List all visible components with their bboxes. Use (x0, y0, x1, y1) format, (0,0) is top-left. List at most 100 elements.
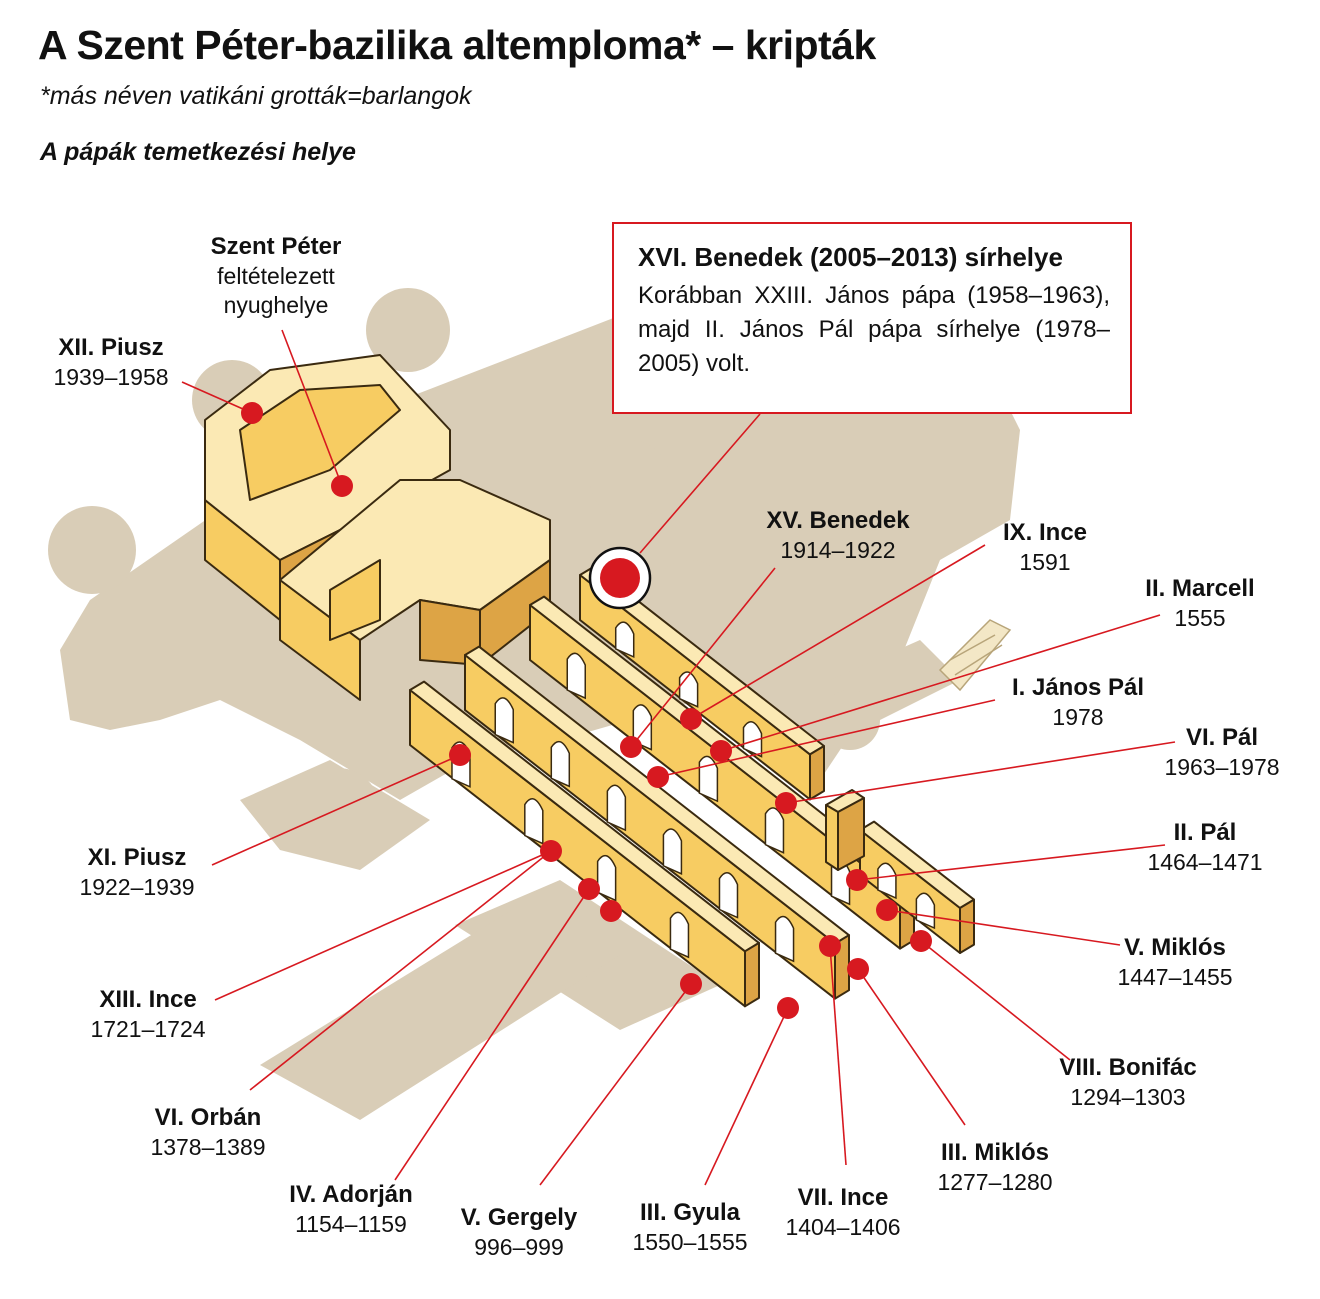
pope-years: 1978 (1052, 704, 1104, 730)
pope-years: 1464–1471 (1147, 849, 1263, 875)
pope-label: I. János Pál 1978 (1012, 673, 1144, 732)
corridor-arch (566, 652, 586, 700)
tomb-marker (876, 899, 898, 921)
leader-line (657, 699, 996, 778)
tomb-marker (578, 878, 600, 900)
pope-name: III. Gyula (639, 1199, 741, 1226)
tomb-marker (777, 997, 799, 1019)
st-peter-line1: feltételezett (217, 263, 335, 289)
st-peter-line2: nyughelye (223, 291, 329, 318)
apse-structure (204, 354, 451, 621)
chapel-north (366, 288, 450, 372)
pope-years: 1555 (1174, 605, 1226, 631)
chapel-east (650, 560, 730, 640)
leader-line (690, 544, 986, 720)
pope-label: XIII. Ince 1721–1724 (90, 985, 205, 1044)
pope-years: 1914–1922 (780, 537, 896, 563)
callout-heading: XVI. Benedek (2005–2013) sírhelye (638, 242, 1063, 272)
callout-leader (639, 413, 761, 554)
corridor-arch (915, 892, 936, 930)
corridor-arch (614, 621, 635, 659)
tomb-marker (449, 744, 471, 766)
pope-name: XIII. Ince (99, 986, 197, 1013)
pope-years: 1922–1939 (79, 874, 195, 900)
corridor-arch (494, 697, 514, 744)
pope-years: 1939–1958 (53, 364, 169, 390)
corridor-arch (669, 911, 690, 959)
pope-years: 1154–1159 (295, 1211, 407, 1237)
leader-line (281, 329, 343, 487)
callout-body: Korábban XXIII. János pápa (1958–1963), … (638, 282, 1110, 378)
tomb-marker (540, 840, 562, 862)
corridor-arch (774, 915, 795, 963)
leader-line (394, 888, 590, 1181)
tomb-marker (620, 736, 642, 758)
corridor-arch (662, 828, 683, 875)
pope-name: IX. Ince (1002, 519, 1088, 546)
pope-name: XV. Benedek (766, 507, 910, 534)
tomb-marker (600, 900, 622, 922)
leader-line (249, 850, 552, 1091)
leader-line (630, 567, 776, 748)
corridor-wall-end (809, 745, 825, 801)
leader-line (181, 381, 253, 414)
pope-years: 996–999 (474, 1234, 564, 1260)
leader-line (214, 850, 552, 1001)
tomb-marker (775, 792, 797, 814)
leader-line (920, 940, 1071, 1061)
pope-name: VI. Orbán (154, 1104, 262, 1131)
benedict-xvi-callout: XVI. Benedek (2005–2013) sírhelye Korább… (612, 222, 1132, 414)
pope-label: XII. Piusz 1939–1958 (53, 333, 168, 392)
crypt-corridors (409, 565, 975, 1008)
pope-years: 1447–1455 (1117, 964, 1233, 990)
leader-line (211, 754, 461, 866)
pope-name: VIII. Bonifác (1059, 1054, 1197, 1081)
leader-line (829, 945, 847, 1166)
pope-years: 1963–1978 (1164, 754, 1280, 780)
tomb-marker (680, 708, 702, 730)
pope-name: XII. Piusz (58, 334, 164, 361)
pope-years: 1277–1280 (937, 1169, 1053, 1195)
pope-label: XI. Piusz 1922–1939 (79, 843, 194, 902)
leader-line (704, 1007, 789, 1186)
leader-line (856, 844, 1166, 881)
leader-line (886, 909, 1121, 946)
pope-years: 1378–1389 (150, 1134, 266, 1160)
pope-label: III. Gyula 1550–1555 (632, 1198, 747, 1257)
chapel-north-east (590, 440, 670, 520)
pope-name: V. Miklós (1124, 934, 1226, 961)
pope-label: XV. Benedek 1914–1922 (766, 506, 909, 565)
corridor-arch (698, 755, 719, 803)
pope-name: V. Gergely (460, 1204, 578, 1231)
pillar-face (825, 804, 839, 871)
benedict-xvi-tomb-marker (588, 546, 652, 610)
pope-label: V. Gergely 996–999 (461, 1203, 578, 1262)
page-subtitle: *más néven vatikáni grották=barlangok (40, 82, 472, 110)
pope-name: IV. Adorján (289, 1181, 413, 1208)
tomb-marker (710, 740, 732, 762)
corridor-wall-end (959, 898, 975, 954)
pope-label: V. Miklós 1447–1455 (1117, 933, 1232, 992)
central-block (279, 479, 551, 701)
floor-southwest-band (260, 905, 620, 1120)
pope-name: I. János Pál (1011, 674, 1145, 701)
corridor-arch (606, 784, 627, 832)
corridor-arch (764, 807, 785, 854)
pope-years: 1721–1724 (90, 1016, 206, 1042)
st-peter-marker (331, 475, 353, 497)
pope-name: III. Miklós (940, 1139, 1050, 1166)
chapel-west (48, 506, 136, 594)
st-peter-name: Szent Péter (210, 233, 342, 260)
pope-years: 1550–1555 (632, 1229, 748, 1255)
pope-years: 1404–1406 (785, 1214, 901, 1240)
pope-name: XI. Piusz (87, 844, 187, 871)
corridor-arch (524, 798, 544, 845)
pope-label: IV. Adorján 1154–1159 (289, 1180, 413, 1239)
leader-lines (181, 329, 1176, 1186)
